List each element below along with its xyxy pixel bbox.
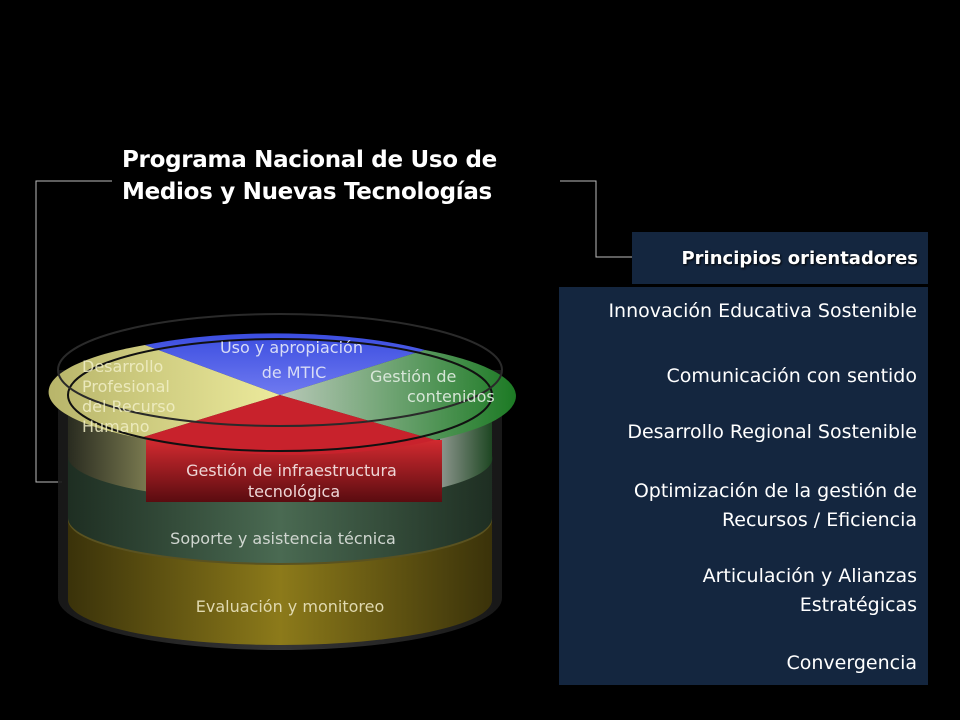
principle-item-line: Desarrollo Regional Sostenible <box>627 421 917 443</box>
right-connector-line <box>560 180 632 258</box>
principle-item-line: Innovación Educativa Sostenible <box>608 300 917 322</box>
label-infraestructura-line1: Gestión de infraestructura <box>186 461 397 480</box>
label-soporte: Soporte y asistencia técnica <box>170 529 396 548</box>
label-desarrollo-line2: Profesional <box>82 377 170 396</box>
left-connector-line <box>35 180 112 483</box>
label-gestion-contenidos-line1: Gestión de <box>370 367 456 386</box>
label-desarrollo: Desarrollo Profesional del Recurso Human… <box>82 357 181 436</box>
principle-item-line: Optimización de la gestión de <box>633 480 917 502</box>
principle-item: Desarrollo Regional Sostenible <box>627 418 917 447</box>
principle-item-line: Comunicación con sentido <box>666 365 917 387</box>
label-uso-line2: de MTIC <box>262 363 327 382</box>
principle-item: Innovación Educativa Sostenible <box>608 297 917 326</box>
principle-item-line: Convergencia <box>786 652 917 674</box>
segment-uso <box>145 333 425 395</box>
principle-item-line: Articulación y Alianzas <box>702 565 917 587</box>
label-infraestructura: Gestión de infraestructura tecnológica <box>186 461 402 501</box>
label-gestion-contenidos-line2: contenidos <box>407 387 495 406</box>
label-uso: Uso y apropiación de MTIC <box>220 338 368 382</box>
program-title: Programa Nacional de Uso de Medios y Nue… <box>122 144 562 208</box>
label-gestion-contenidos: Gestión de contenidos <box>370 367 495 406</box>
principles-panel: Innovación Educativa Sostenible Comunica… <box>559 287 928 685</box>
label-infraestructura-line2: tecnológica <box>248 482 340 501</box>
top-disc-rim <box>67 338 493 452</box>
shell-rim <box>57 313 503 427</box>
principle-item: Articulación y Alianzas Estratégicas <box>703 562 917 620</box>
label-desarrollo-line3: del Recurso <box>82 397 175 416</box>
principle-item-line: Recursos / Eficiencia <box>721 509 917 531</box>
principle-item: Comunicación con sentido <box>667 362 917 391</box>
label-desarrollo-line1: Desarrollo <box>82 357 163 376</box>
label-uso-line1: Uso y apropiación <box>220 338 363 357</box>
principle-item-line: Estratégicas <box>799 594 917 616</box>
program-title-line2: Medios y Nuevas Tecnologías <box>122 179 492 205</box>
principle-item: Convergencia <box>786 649 917 678</box>
label-desarrollo-line4: Humano <box>82 417 150 436</box>
principles-header: Principios orientadores <box>632 232 928 284</box>
principle-item: Optimización de la gestión de Recursos /… <box>634 477 917 535</box>
principles-header-label: Principios orientadores <box>681 248 918 269</box>
segment-infraestructura <box>140 395 435 455</box>
label-evaluacion: Evaluación y monitoreo <box>196 597 384 616</box>
segment-desarrollo <box>48 345 280 438</box>
segment-gestion-contenidos <box>280 350 516 440</box>
program-title-line1: Programa Nacional de Uso de <box>122 147 497 173</box>
